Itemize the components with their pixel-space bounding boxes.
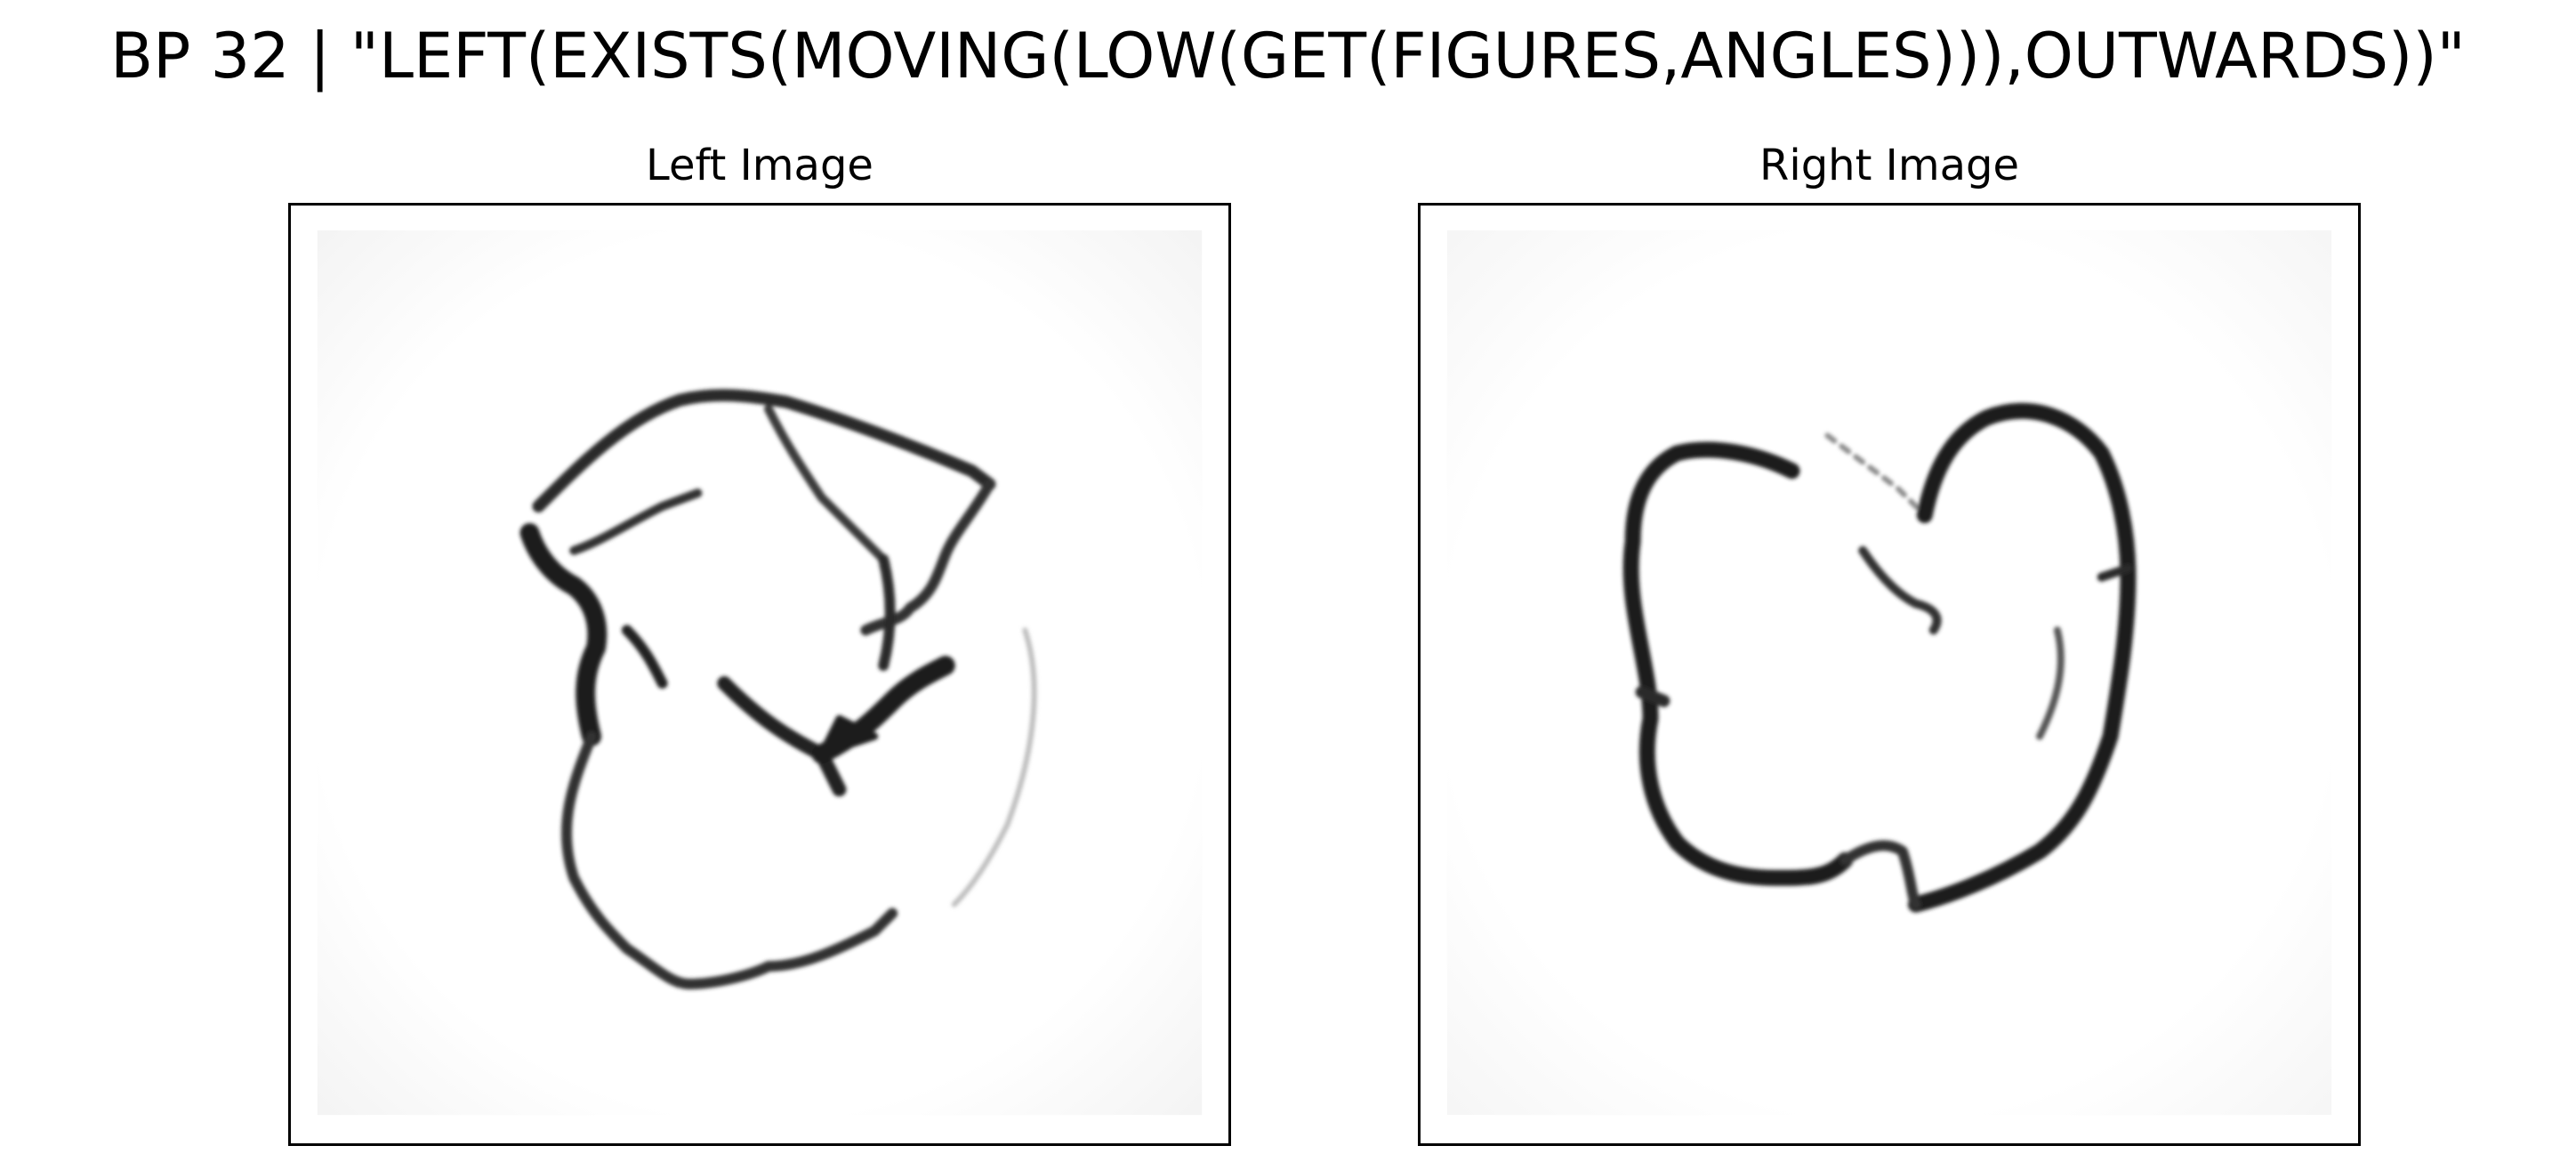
left-image — [317, 230, 1203, 1116]
right-figure-strokes — [1622, 403, 2137, 913]
left-image-background — [317, 230, 1203, 1116]
left-image-panel — [288, 203, 1231, 1146]
left-figure-strokes — [519, 389, 1037, 989]
figure-title: BP 32 | "LEFT(EXISTS(MOVING(LOW(GET(FIGU… — [110, 20, 2466, 93]
right-image-background — [1446, 230, 2332, 1116]
right-image-title: Right Image — [1759, 141, 2019, 190]
right-image — [1446, 230, 2332, 1116]
right-image-panel — [1418, 203, 2361, 1146]
left-image-title: Left Image — [646, 141, 873, 190]
